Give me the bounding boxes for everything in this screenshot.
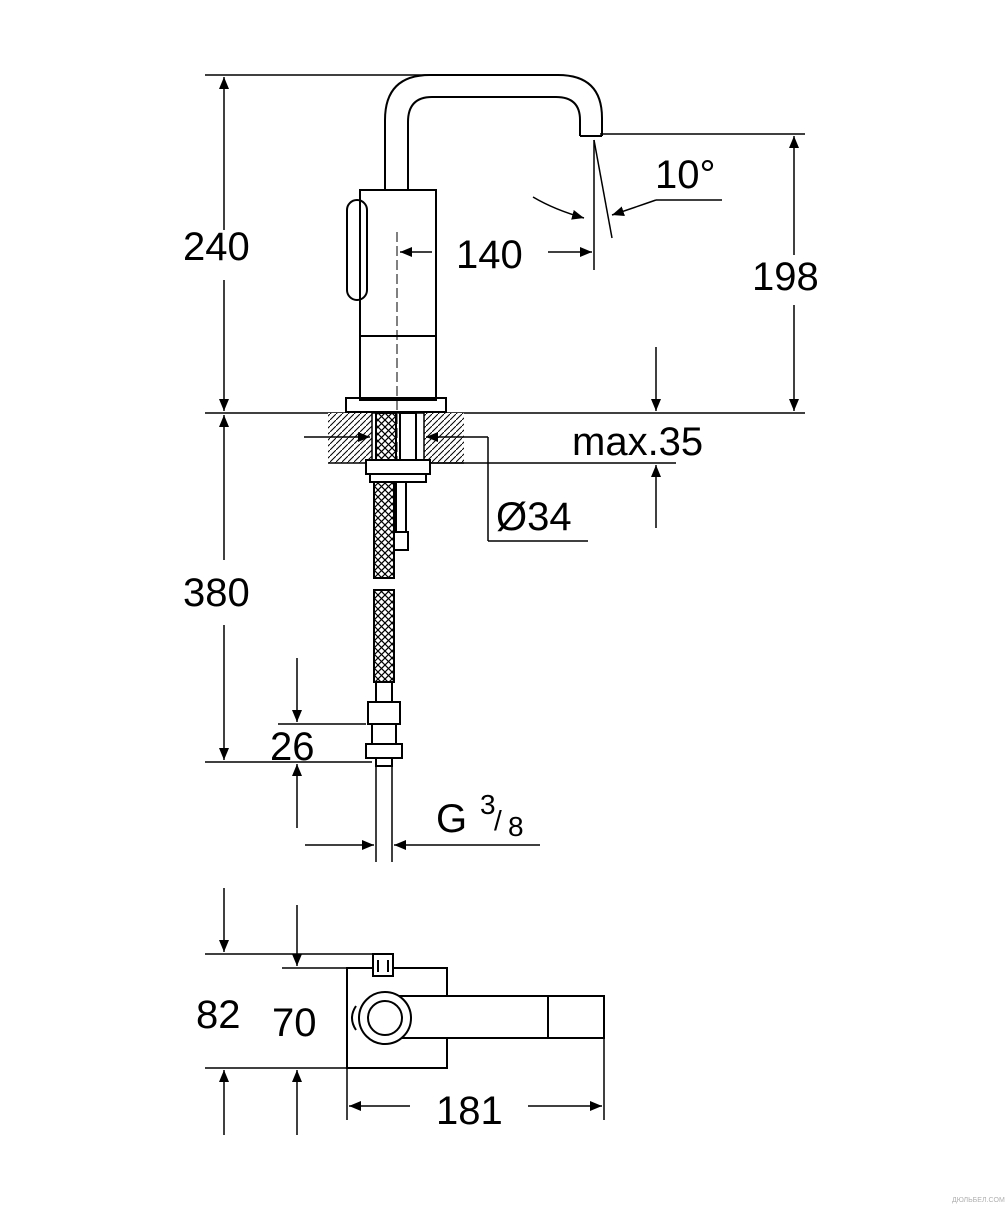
label-top-length: 181 bbox=[436, 1089, 503, 1133]
watermark: ДЮЛЬБЕЛ.COM bbox=[952, 1197, 1005, 1204]
label-reach: 140 bbox=[456, 233, 523, 277]
label-overall-height: 240 bbox=[183, 225, 250, 269]
label-thread-base: G bbox=[436, 797, 467, 841]
label-max-deck: max.35 bbox=[572, 420, 703, 464]
label-thread-numerator: 3 bbox=[480, 789, 496, 820]
dimension-labels: 240 10° 140 198 max.35 Ø34 380 26 G 3 / … bbox=[183, 153, 1005, 1204]
label-hose-length: 380 bbox=[183, 571, 250, 615]
label-spout-height: 198 bbox=[752, 255, 819, 299]
label-thread-denominator: 8 bbox=[508, 811, 524, 842]
mounting-hardware bbox=[365, 412, 431, 483]
faucet-top-view bbox=[346, 953, 605, 1069]
label-top-width: 70 bbox=[272, 1001, 317, 1045]
label-hole-diameter: Ø34 bbox=[496, 495, 572, 539]
connection-fitting bbox=[365, 681, 403, 767]
dimension-lines bbox=[205, 74, 805, 862]
top-dimension-lines bbox=[205, 888, 605, 1135]
label-angle: 10° bbox=[655, 153, 716, 197]
label-top-depth: 82 bbox=[196, 993, 241, 1037]
label-thread-slash: / bbox=[494, 805, 502, 836]
deck-section bbox=[205, 412, 805, 464]
supply-hose bbox=[373, 481, 409, 683]
label-fitting-length: 26 bbox=[270, 725, 315, 769]
